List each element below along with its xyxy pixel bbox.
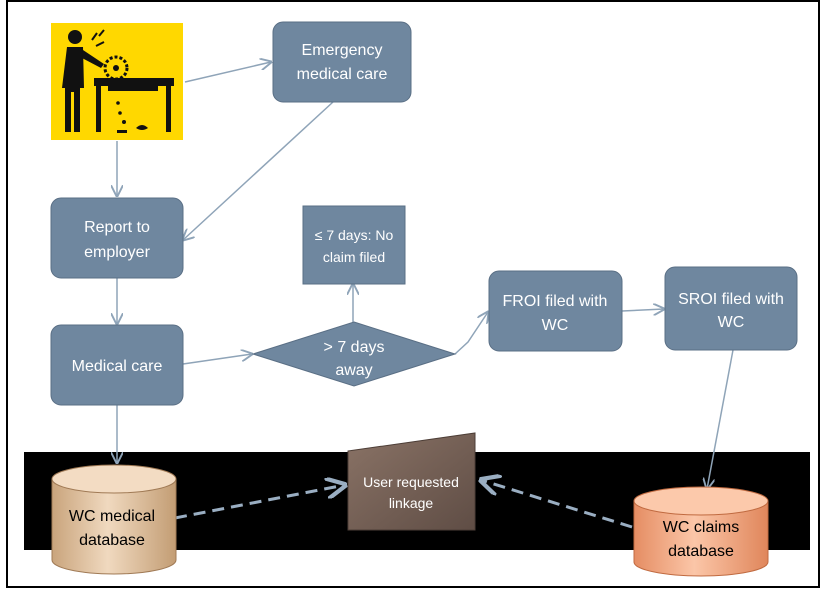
medical-line-1: Medical care <box>72 358 163 375</box>
noclaim-line-2: claim filed <box>323 249 385 265</box>
worker-table-saw-icon <box>51 23 183 140</box>
medicaldb-line-1: WC medical <box>69 508 155 525</box>
node-emergency-medical-care: Emergency medical care <box>272 21 412 103</box>
claimsdb-line-2: database <box>668 543 734 560</box>
arrow-medical-to-decision <box>182 354 252 365</box>
arrow-sroi-to-claimsdb <box>707 349 734 489</box>
dashed-arrow-medicaldb-to-linkage <box>174 485 345 520</box>
emergency-line-2: medical care <box>297 66 388 83</box>
report-line-1: Report to <box>84 219 150 236</box>
node-decision-7-days: > 7 days away <box>251 321 457 387</box>
medicaldb-line-2: database <box>79 532 145 549</box>
dashed-connectors <box>174 480 633 529</box>
arrow-decision-to-froi <box>454 312 488 355</box>
linkage-line-1: User requested <box>363 474 459 490</box>
report-line-2: employer <box>84 244 150 261</box>
dashed-arrow-claimsdb-to-linkage <box>481 480 633 529</box>
node-no-claim-filed: ≤ 7 days: No claim filed <box>302 205 406 285</box>
noclaim-line-1: ≤ 7 days: No <box>315 227 394 243</box>
node-froi-filed: FROI filed with WC <box>488 270 623 352</box>
sroi-line-2: WC <box>718 314 745 331</box>
connectors <box>117 62 734 489</box>
decision-line-2: away <box>335 362 372 379</box>
node-report-to-employer: Report to employer <box>50 197 184 279</box>
arrow-icon-to-emergency <box>184 62 271 83</box>
sroi-line-1: SROI filed with <box>678 291 784 308</box>
svg-text:medical care: medical care <box>297 66 388 83</box>
claimsdb-line-1: WC claims <box>663 519 739 536</box>
linkage-line-2: linkage <box>389 495 434 511</box>
node-sroi-filed: SROI filed with WC <box>664 266 798 351</box>
wc-claims-database-icon: WC claims database <box>633 486 769 577</box>
arrow-emergency-to-report <box>183 101 334 240</box>
emergency-line-1: Emergency <box>302 42 383 59</box>
svg-text:Emergency: Emergency <box>302 42 383 59</box>
node-medical-care: Medical care <box>50 324 184 406</box>
node-user-requested-linkage: User requested linkage <box>347 432 476 531</box>
froi-line-1: FROI filed with <box>503 293 608 310</box>
arrow-froi-to-sroi <box>621 309 664 311</box>
wc-medical-database-icon: WC medical database <box>51 464 177 575</box>
froi-line-2: WC <box>542 317 569 334</box>
decision-line-1: > 7 days <box>324 339 385 356</box>
